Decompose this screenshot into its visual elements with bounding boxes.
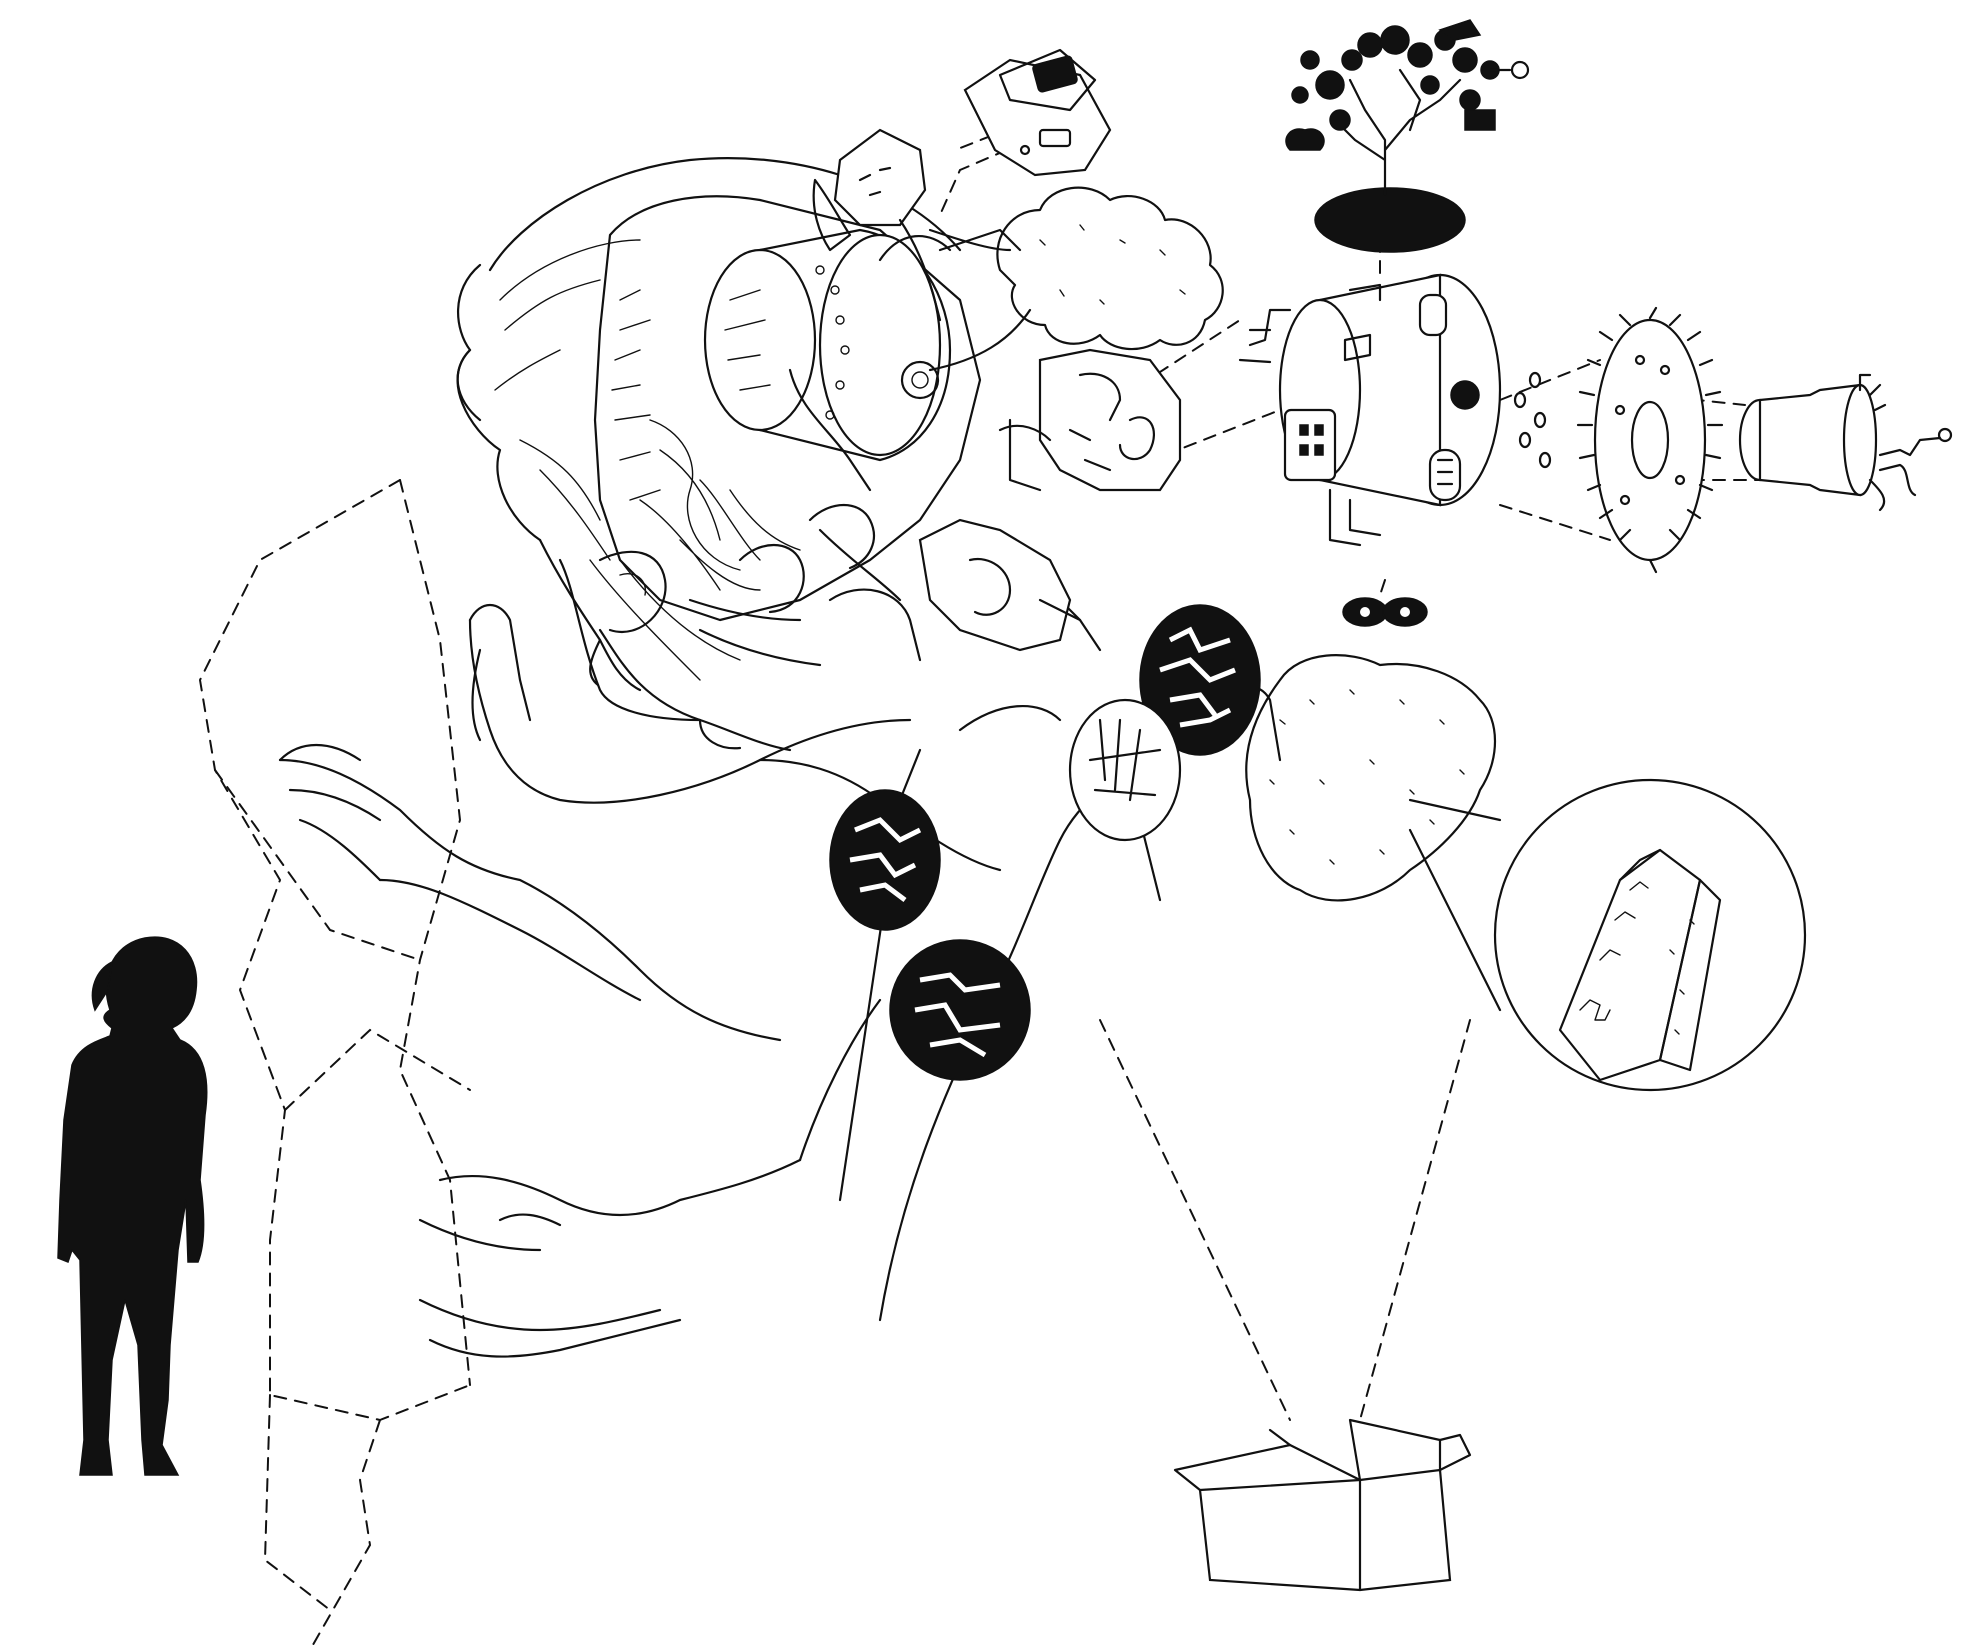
standing-child-silhouette-icon — [57, 936, 208, 1476]
spool-icon — [1238, 273, 1502, 547]
computer-device-icon — [812, 48, 1112, 322]
sponge-magnifier-icon — [1493, 778, 1807, 1092]
open-box-icon — [1173, 1418, 1472, 1592]
cylinder-plug-icon — [1738, 373, 1953, 512]
chain-link-icon — [1342, 597, 1428, 627]
cloud-icon — [996, 186, 1224, 351]
bonsai-tree-icon — [1285, 19, 1530, 253]
dashed-guide-lines — [198, 104, 1761, 1650]
circuit-pattern-icon — [829, 604, 1261, 1081]
sponge-blob-icon — [1245, 654, 1502, 1012]
gear-icon — [1513, 306, 1724, 574]
exploded-head-icon — [456, 157, 1082, 752]
head-machinery-cylinder — [703, 228, 1182, 652]
